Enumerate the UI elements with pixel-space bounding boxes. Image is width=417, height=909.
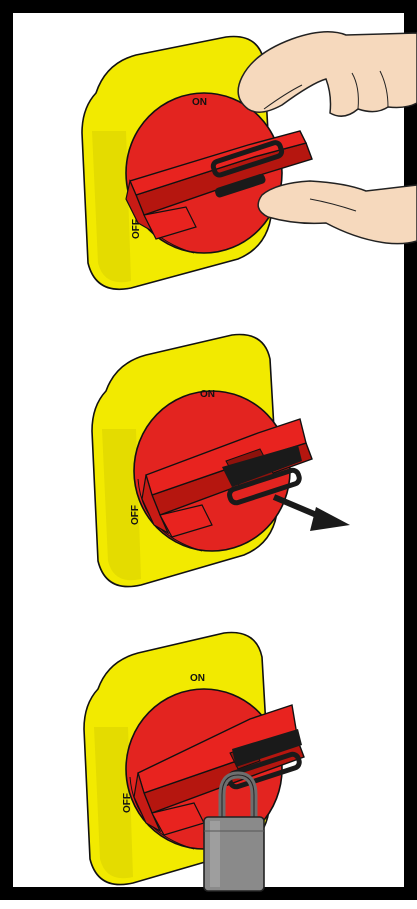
step-2-illustration: ON OFF	[26, 311, 417, 601]
step-3-panel: ON OFF	[26, 609, 417, 909]
off-label: OFF	[130, 505, 141, 525]
step-1-illustration: ON OFF	[26, 13, 417, 303]
step-3-illustration: ON OFF	[26, 609, 417, 909]
on-label: ON	[192, 97, 207, 108]
step-1-panel: ON OFF	[26, 13, 417, 303]
step-2-panel: ON OFF	[26, 311, 417, 601]
pull-arrow-icon	[274, 497, 350, 531]
on-label: ON	[200, 389, 215, 400]
on-label: ON	[190, 673, 205, 684]
off-label: OFF	[122, 793, 133, 813]
